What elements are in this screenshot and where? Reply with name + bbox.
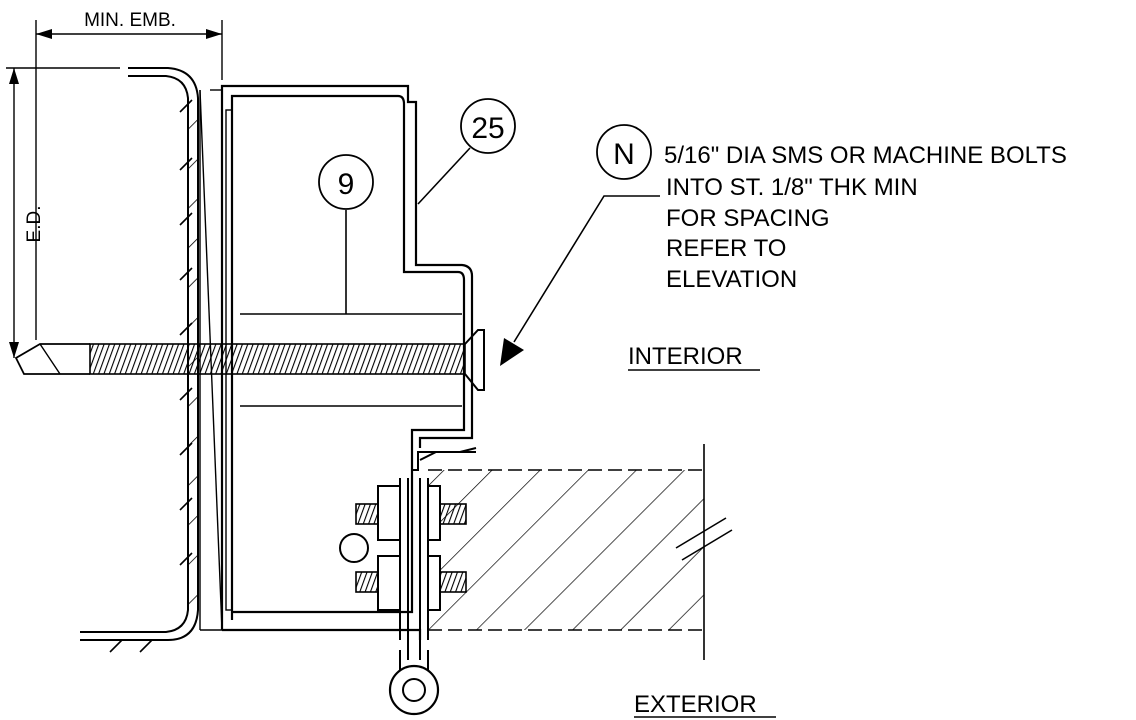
callout-n-text: N xyxy=(613,138,635,171)
dimension-ed: E.D. xyxy=(6,67,120,358)
exterior-label: EXTERIOR xyxy=(634,691,757,718)
fastener-note: 5/16" DIA SMS OR MACHINE BOLTS INTO ST. … xyxy=(664,142,1067,293)
interior-label-group: INTERIOR xyxy=(628,343,760,371)
ed-label: E.D. xyxy=(24,206,45,243)
callout-9-text: 9 xyxy=(338,168,355,201)
callout-25: 25 xyxy=(417,98,516,205)
note-line-4: REFER TO xyxy=(666,235,786,262)
hatched-substrate xyxy=(428,444,733,660)
spacer-sleeve xyxy=(240,313,462,407)
fin-plate-assembly xyxy=(339,478,467,716)
min-emb-label: MIN. EMB. xyxy=(84,10,176,31)
note-line-3: FOR SPACING xyxy=(666,205,830,232)
dimension-min-emb: MIN. EMB. xyxy=(35,10,223,340)
self-drilling-screw xyxy=(14,329,485,391)
exterior-label-group: EXTERIOR xyxy=(634,691,776,718)
callout-25-text: 25 xyxy=(471,112,504,145)
note-line-2: INTO ST. 1/8" THK MIN xyxy=(666,174,918,201)
note-line-1: 5/16" DIA SMS OR MACHINE BOLTS xyxy=(664,142,1067,169)
note-line-5: ELEVATION xyxy=(666,266,797,293)
interior-label: INTERIOR xyxy=(628,343,743,370)
callout-9: 9 xyxy=(318,154,374,314)
callout-n: N xyxy=(500,124,660,366)
